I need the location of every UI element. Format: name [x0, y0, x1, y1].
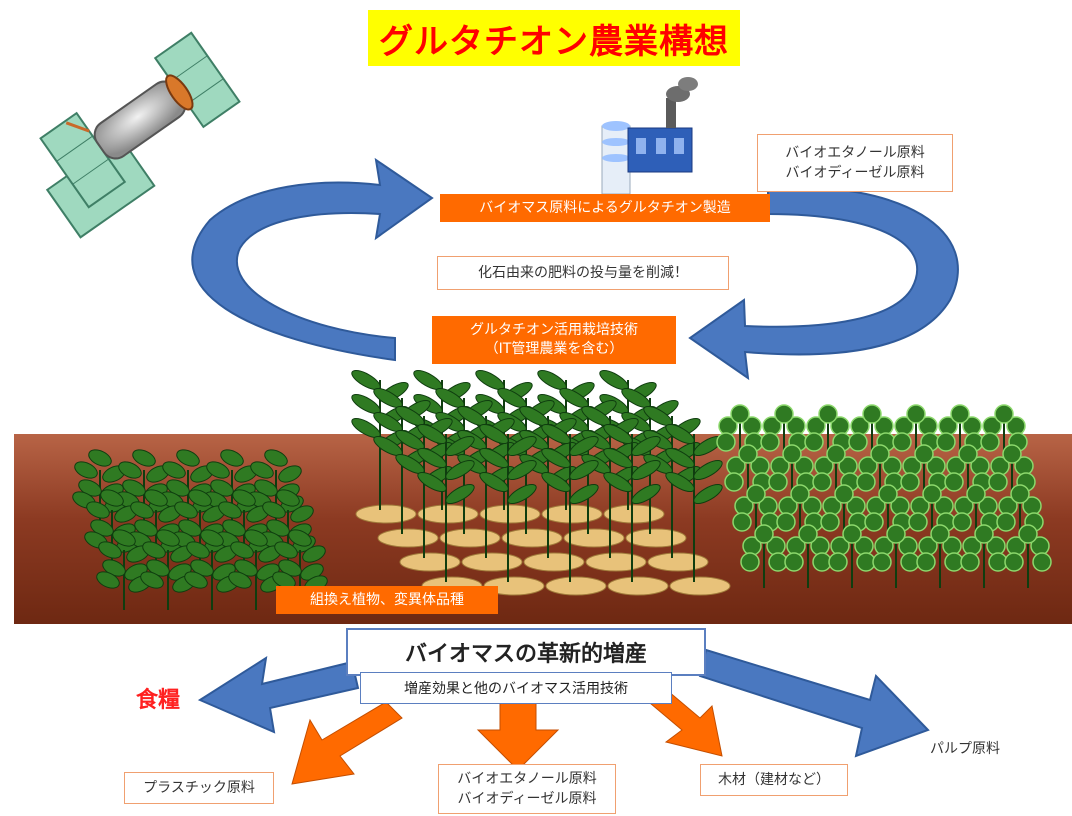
- tuber: [585, 552, 647, 572]
- output-pulp: パルプ原料: [930, 741, 1000, 757]
- crop-plant: [665, 423, 723, 582]
- crop-plant: [740, 524, 788, 588]
- satellite-icon: [39, 31, 241, 239]
- arrow-to-plastic: [291, 701, 403, 785]
- output-food: 食糧: [136, 688, 181, 713]
- tuber: [417, 504, 479, 524]
- tuber: [563, 528, 625, 548]
- cultivation-technology-label: グルタチオン活用栽培技術 （IT管理農業を含む）: [432, 316, 676, 364]
- tuber: [541, 504, 603, 524]
- crop-plant: [760, 404, 808, 468]
- crop-plant: [479, 423, 537, 582]
- tuber: [669, 576, 731, 596]
- fuel-input-line: バイオディーゼル原料: [785, 165, 925, 181]
- crop-plant: [936, 404, 984, 468]
- crop-plant: [732, 484, 780, 548]
- page-title: グルタチオン農業構想: [368, 10, 740, 66]
- factory-icon: [601, 77, 698, 195]
- tuber: [647, 552, 709, 572]
- tuber: [501, 528, 563, 548]
- crop-plant: [784, 524, 832, 588]
- crop-plant: [820, 484, 868, 548]
- fuel-input-box: バイオエタノール原料 バイオディーゼル原料: [757, 134, 953, 192]
- crop-plant: [96, 529, 152, 610]
- tuber: [479, 504, 541, 524]
- crop-plant: [1004, 524, 1052, 588]
- tuber: [523, 552, 585, 572]
- crop-plant: [996, 484, 1044, 548]
- cultivation-line: グルタチオン活用栽培技術: [470, 322, 638, 338]
- arrow-to-food: [197, 655, 360, 734]
- tuber: [607, 576, 669, 596]
- tuber: [625, 528, 687, 548]
- crop-variety-label: 組換え植物、変異体品種: [276, 586, 498, 614]
- tuber: [355, 504, 417, 524]
- crop-plant: [828, 524, 876, 588]
- crop-plant: [140, 529, 196, 610]
- fertilizer-note: 化石由来の肥料の投与量を削減！: [437, 256, 729, 290]
- cultivation-line: （IT管理農業を含む）: [484, 341, 624, 357]
- tuber: [439, 528, 501, 548]
- output-fuel: バイオエタノール原料 バイオディーゼル原料: [438, 764, 616, 814]
- output-plastic: プラスチック原料: [124, 772, 274, 804]
- arrow-to-fuel: [476, 701, 560, 771]
- tuber: [399, 552, 461, 572]
- arrow-to-pulp: [698, 648, 930, 758]
- biomass-technology-subtitle: 増産効果と他のバイオマス活用技術: [360, 672, 672, 704]
- tuber: [377, 528, 439, 548]
- crop-plant: [988, 444, 1036, 508]
- glutathione-production-label: バイオマス原料によるグルタチオン製造: [440, 194, 770, 222]
- output-fuel-line: バイオエタノール原料: [457, 771, 597, 787]
- tuber: [461, 552, 523, 572]
- crop-plant: [716, 404, 764, 468]
- output-fuel-line: バイオディーゼル原料: [457, 791, 597, 807]
- crop-plant: [944, 444, 992, 508]
- crop-plant: [980, 404, 1028, 468]
- biomass-production-title: バイオマスの革新的増産: [346, 628, 706, 676]
- crop-plant: [960, 524, 1008, 588]
- crop-plant: [804, 404, 852, 468]
- output-wood: 木材（建材など）: [700, 764, 848, 796]
- crop-plant: [776, 484, 824, 548]
- fuel-input-line: バイオエタノール原料: [785, 145, 925, 161]
- crop-plant: [872, 524, 920, 588]
- crop-plant: [541, 423, 599, 582]
- crop-plant: [603, 423, 661, 582]
- crop-plant: [916, 524, 964, 588]
- cycle-arrows: [191, 157, 959, 381]
- tuber: [545, 576, 607, 596]
- crop-plant: [848, 404, 896, 468]
- crop-plant: [272, 529, 328, 610]
- output-arrows: [197, 648, 930, 785]
- crops: [72, 369, 1052, 610]
- crop-plant: [417, 423, 475, 582]
- tuber: [603, 504, 665, 524]
